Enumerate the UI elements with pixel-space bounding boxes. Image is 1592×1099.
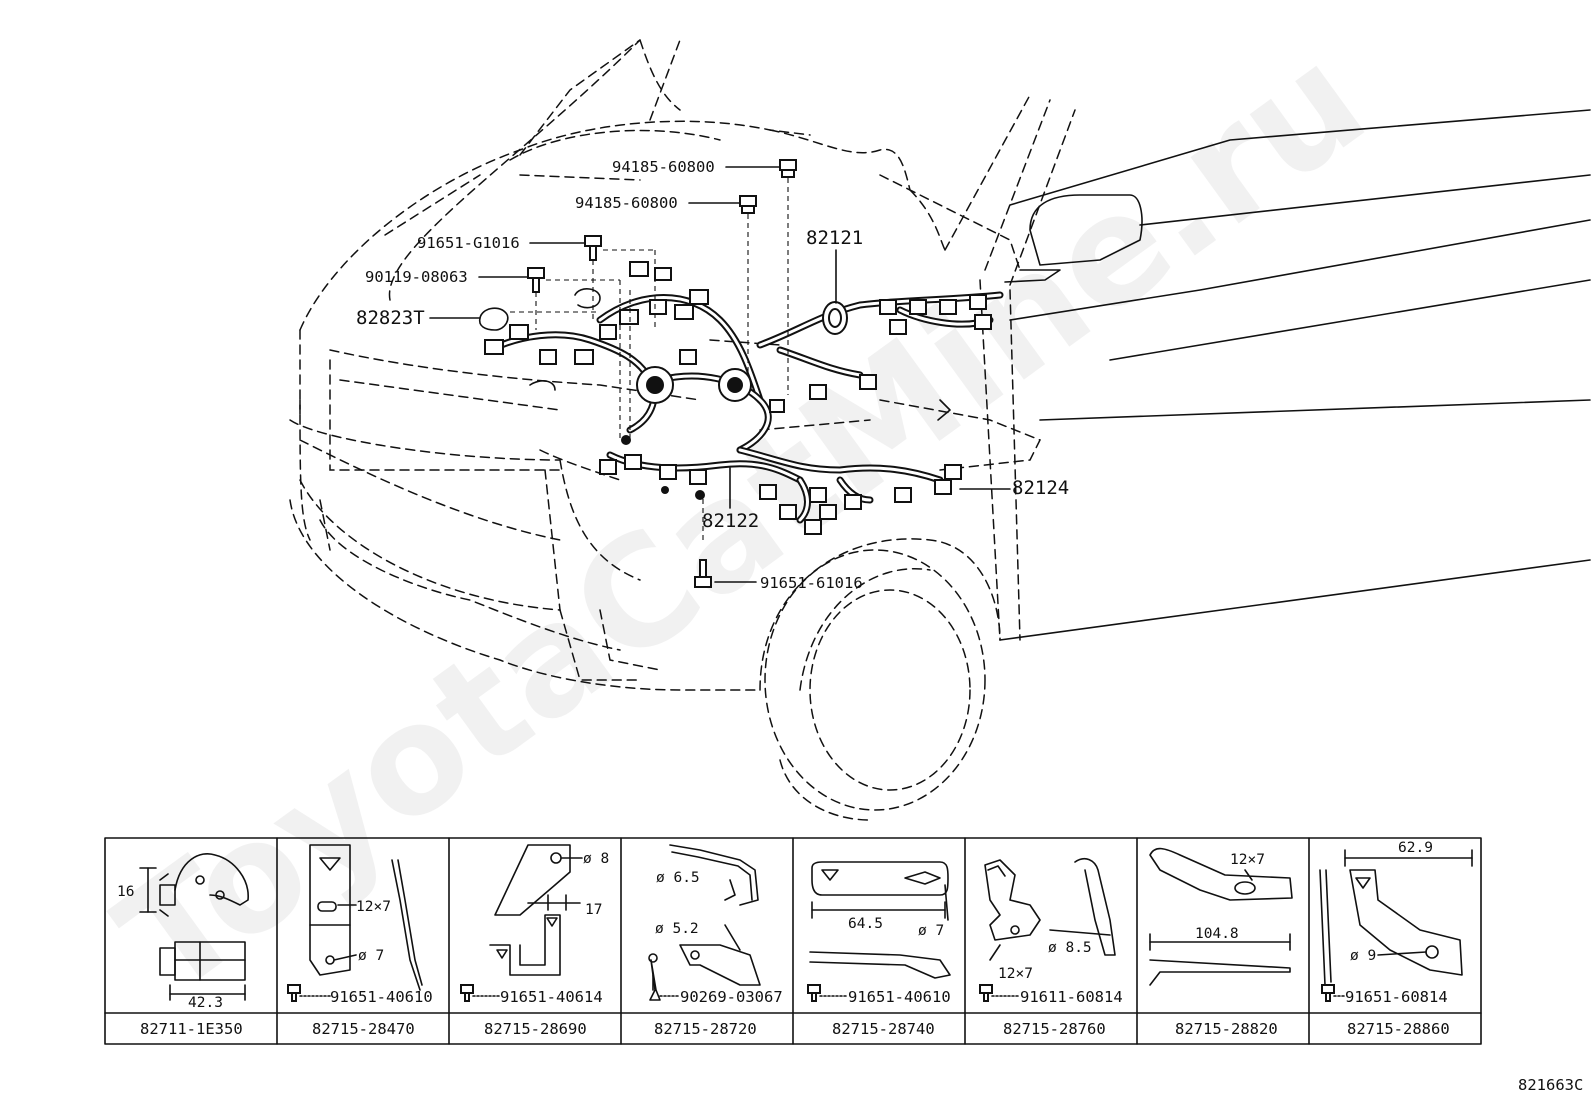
fastener-number: 90269-03067 (680, 988, 783, 1006)
part-cell: ø 8.5 12×7 91611-60814 82715-28760 (979, 858, 1123, 1038)
dim-label: ø 9 (1350, 948, 1376, 964)
part-number: 82715-28740 (832, 1020, 935, 1038)
dim-label: 12×7 (1230, 852, 1265, 868)
dim-label: 17 (585, 902, 602, 918)
dim-label: ø 7 (358, 948, 384, 964)
dim-label: 64.5 (848, 916, 883, 932)
dim-label: ø 8 (583, 851, 609, 867)
bolt-icon (527, 267, 545, 293)
callout-bolt-61016: 91651-61016 (760, 574, 863, 592)
part-cell: ø 6.5 ø 5.2 90269-03067 82715-28720 (648, 844, 783, 1038)
part-cell: 12×7 104.8 82715-28820 (1149, 847, 1293, 1038)
part-cell: 64.5 ø 7 91651-40610 82715-28740 (807, 861, 951, 1038)
callouts: 94185-60800 94185-60800 91651-G1016 9011… (356, 158, 1069, 592)
wire-harness (478, 261, 1004, 535)
callout-harness-82121: 82121 (806, 227, 863, 249)
fastener-number: 91651-40614 (500, 988, 603, 1006)
part-cell: ø 8 17 91651-40614 82715-28690 (460, 844, 609, 1038)
nut-icon (779, 159, 797, 178)
dim-label: ø 8.5 (1048, 940, 1092, 956)
callout-bolt-g1016: 91651-G1016 (417, 234, 520, 252)
part-number: 82711-1E350 (140, 1020, 243, 1038)
dim-label: 42.3 (188, 995, 223, 1011)
dim-label: ø 5.2 (655, 921, 699, 937)
diagram-code: 821663C (1518, 1076, 1583, 1094)
callout-cover: 82823T (356, 307, 425, 329)
dim-label: ø 6.5 (656, 870, 700, 886)
nut-icon (739, 195, 757, 214)
bolt-icon (694, 559, 712, 588)
bolt-icon (584, 235, 602, 261)
dim-label: 12×7 (998, 966, 1033, 982)
part-number: 82715-28860 (1347, 1020, 1450, 1038)
dim-label: 104.8 (1195, 926, 1239, 942)
vehicle-outline (289, 39, 1591, 821)
part-number: 82715-28690 (484, 1020, 587, 1038)
fastener-number: 91651-40610 (848, 988, 951, 1006)
part-number: 82715-28470 (312, 1020, 415, 1038)
callout-nut-upper: 94185-60800 (612, 158, 715, 176)
callout-harness-82122: 82122 (702, 510, 759, 532)
fastener-number: 91651-40610 (330, 988, 433, 1006)
fastener-number: 91611-60814 (1020, 988, 1123, 1006)
part-number: 82715-28760 (1003, 1020, 1106, 1038)
dim-label: 62.9 (1398, 840, 1433, 856)
parts-table: 16 42.3 82711-1E350 12×7 ø 7 91651-40610… (104, 837, 1482, 1045)
dim-label: ø 7 (918, 923, 944, 939)
part-number: 82715-28720 (654, 1020, 757, 1038)
fastener-glyphs (527, 159, 797, 588)
callout-harness-82124: 82124 (1012, 477, 1069, 499)
part-number: 82715-28820 (1175, 1020, 1278, 1038)
dim-label: 16 (117, 884, 134, 900)
part-cell: 62.9 ø 9 91651-60814 82715-28860 (1319, 840, 1473, 1038)
leader-lines (429, 166, 1011, 583)
fastener-number: 91651-60814 (1345, 988, 1448, 1006)
callout-bolt-08063: 90119-08063 (365, 268, 468, 286)
part-cell: 12×7 ø 7 91651-40610 82715-28470 (287, 844, 433, 1038)
callout-nut-lower: 94185-60800 (575, 194, 678, 212)
part-cell: 16 42.3 82711-1E350 (117, 853, 249, 1038)
dim-label: 12×7 (356, 899, 391, 915)
